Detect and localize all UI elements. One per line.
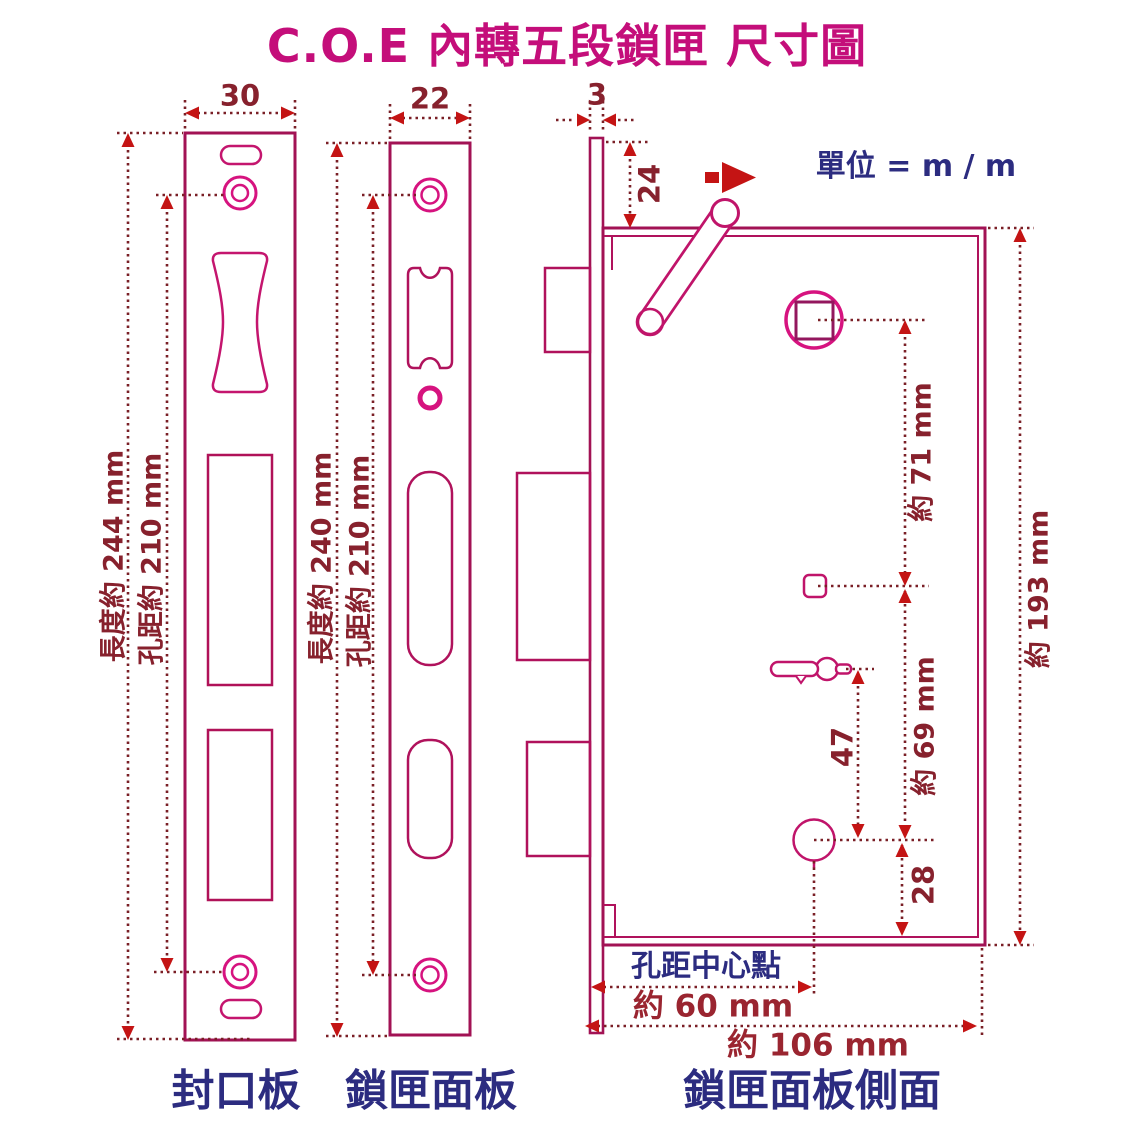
face-plate-length-dim: 長度約 240 mm [306, 451, 338, 665]
face-plate-hole-pitch-dim: 孔距約 210 mm [344, 454, 376, 668]
square-to-cylinder-dim: 約 69 mm [909, 656, 941, 796]
face-plate-dimension-arrows [330, 111, 470, 1037]
case-height-dim: 約 193 mm [1023, 509, 1055, 669]
seal-plate-length-dim: 長度約 244 mm [98, 449, 130, 663]
case-depth-dim: 約 106 mm [727, 1027, 909, 1064]
seal-plate-label: 封口板 [171, 1066, 301, 1117]
handle-lever [635, 198, 740, 337]
unit-note: 單位 = m / m [815, 149, 1017, 184]
backset-dim: 約 60 mm [632, 988, 794, 1025]
center-point-label: 孔距中心點 [631, 949, 781, 984]
seal-plate-drawing [183, 131, 297, 1042]
face-plate-drawing [388, 141, 472, 1037]
seal-plate-dimension-lines [117, 100, 297, 1041]
face-plate-dimension-lines [326, 104, 472, 1038]
face-plate-width-dim: 22 [409, 81, 451, 116]
spindle-to-square-dim: 約 71 mm [906, 382, 938, 522]
face-plate-label: 鎖匣面板 [345, 1066, 517, 1117]
seal-plate-dimension-arrows [121, 106, 295, 1040]
seal-plate-width-dim: 30 [219, 78, 261, 113]
page-title: C.O.E 內轉五段鎖匣 尺寸圖 [266, 19, 868, 73]
side-view-label: 鎖匣面板側面 [683, 1066, 941, 1117]
side-top-offset-dim: 24 [632, 163, 667, 205]
cylinder-to-bottom-dim: 28 [906, 864, 941, 906]
key-to-cylinder-dim: 47 [825, 726, 860, 768]
side-view-dimension-arrows [577, 113, 1027, 1033]
side-view-holes [769, 290, 853, 868]
side-view-dimension-lines [556, 101, 1034, 1036]
side-view-drawing [515, 136, 987, 1035]
direction-arrow-icon [705, 162, 756, 193]
seal-plate-hole-pitch-dim: 孔距約 210 mm [136, 452, 168, 666]
side-thickness-dim: 3 [586, 77, 608, 112]
